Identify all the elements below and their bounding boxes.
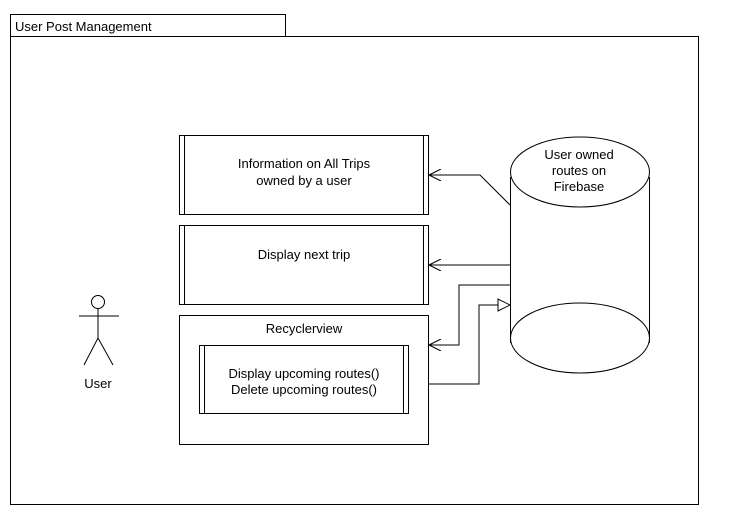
- actor-left-leg: [83, 337, 99, 366]
- database-line-3: Firebase: [554, 179, 605, 194]
- connector-db-to-recyclerview: [429, 284, 510, 345]
- recyclerview-title: Recyclerview: [266, 321, 343, 336]
- connector-db-to-trips-info: [429, 175, 511, 206]
- database-bottom: [510, 302, 650, 374]
- firebase-database: User owned routes on Firebase: [510, 136, 650, 374]
- upcoming-routes-box: Display upcoming routes() Delete upcomin…: [199, 345, 409, 414]
- trips-info-box: Information on All Trips owned by a user: [179, 135, 429, 215]
- database-top: [510, 136, 650, 208]
- actor-user: User: [79, 295, 119, 391]
- upcoming-routes-line-1: Display upcoming routes(): [228, 366, 379, 381]
- connector-routes-to-db: [429, 305, 510, 385]
- database-line-1: User owned: [544, 147, 613, 162]
- upcoming-routes-line-2: Delete upcoming routes(): [231, 382, 377, 397]
- actor-head: [91, 295, 105, 309]
- actor-label: User: [84, 376, 112, 391]
- next-trip-label: Display next trip: [258, 247, 350, 262]
- database-line-2: routes on: [552, 163, 606, 178]
- next-trip-box: Display next trip: [179, 225, 429, 305]
- trips-info-line-2: owned by a user: [256, 173, 352, 188]
- actor-right-leg: [97, 337, 114, 366]
- trips-info-line-1: Information on All Trips: [238, 156, 371, 171]
- package-title: User Post Management: [15, 19, 152, 34]
- recyclerview-box: Recyclerview Display upcoming routes() D…: [179, 315, 429, 445]
